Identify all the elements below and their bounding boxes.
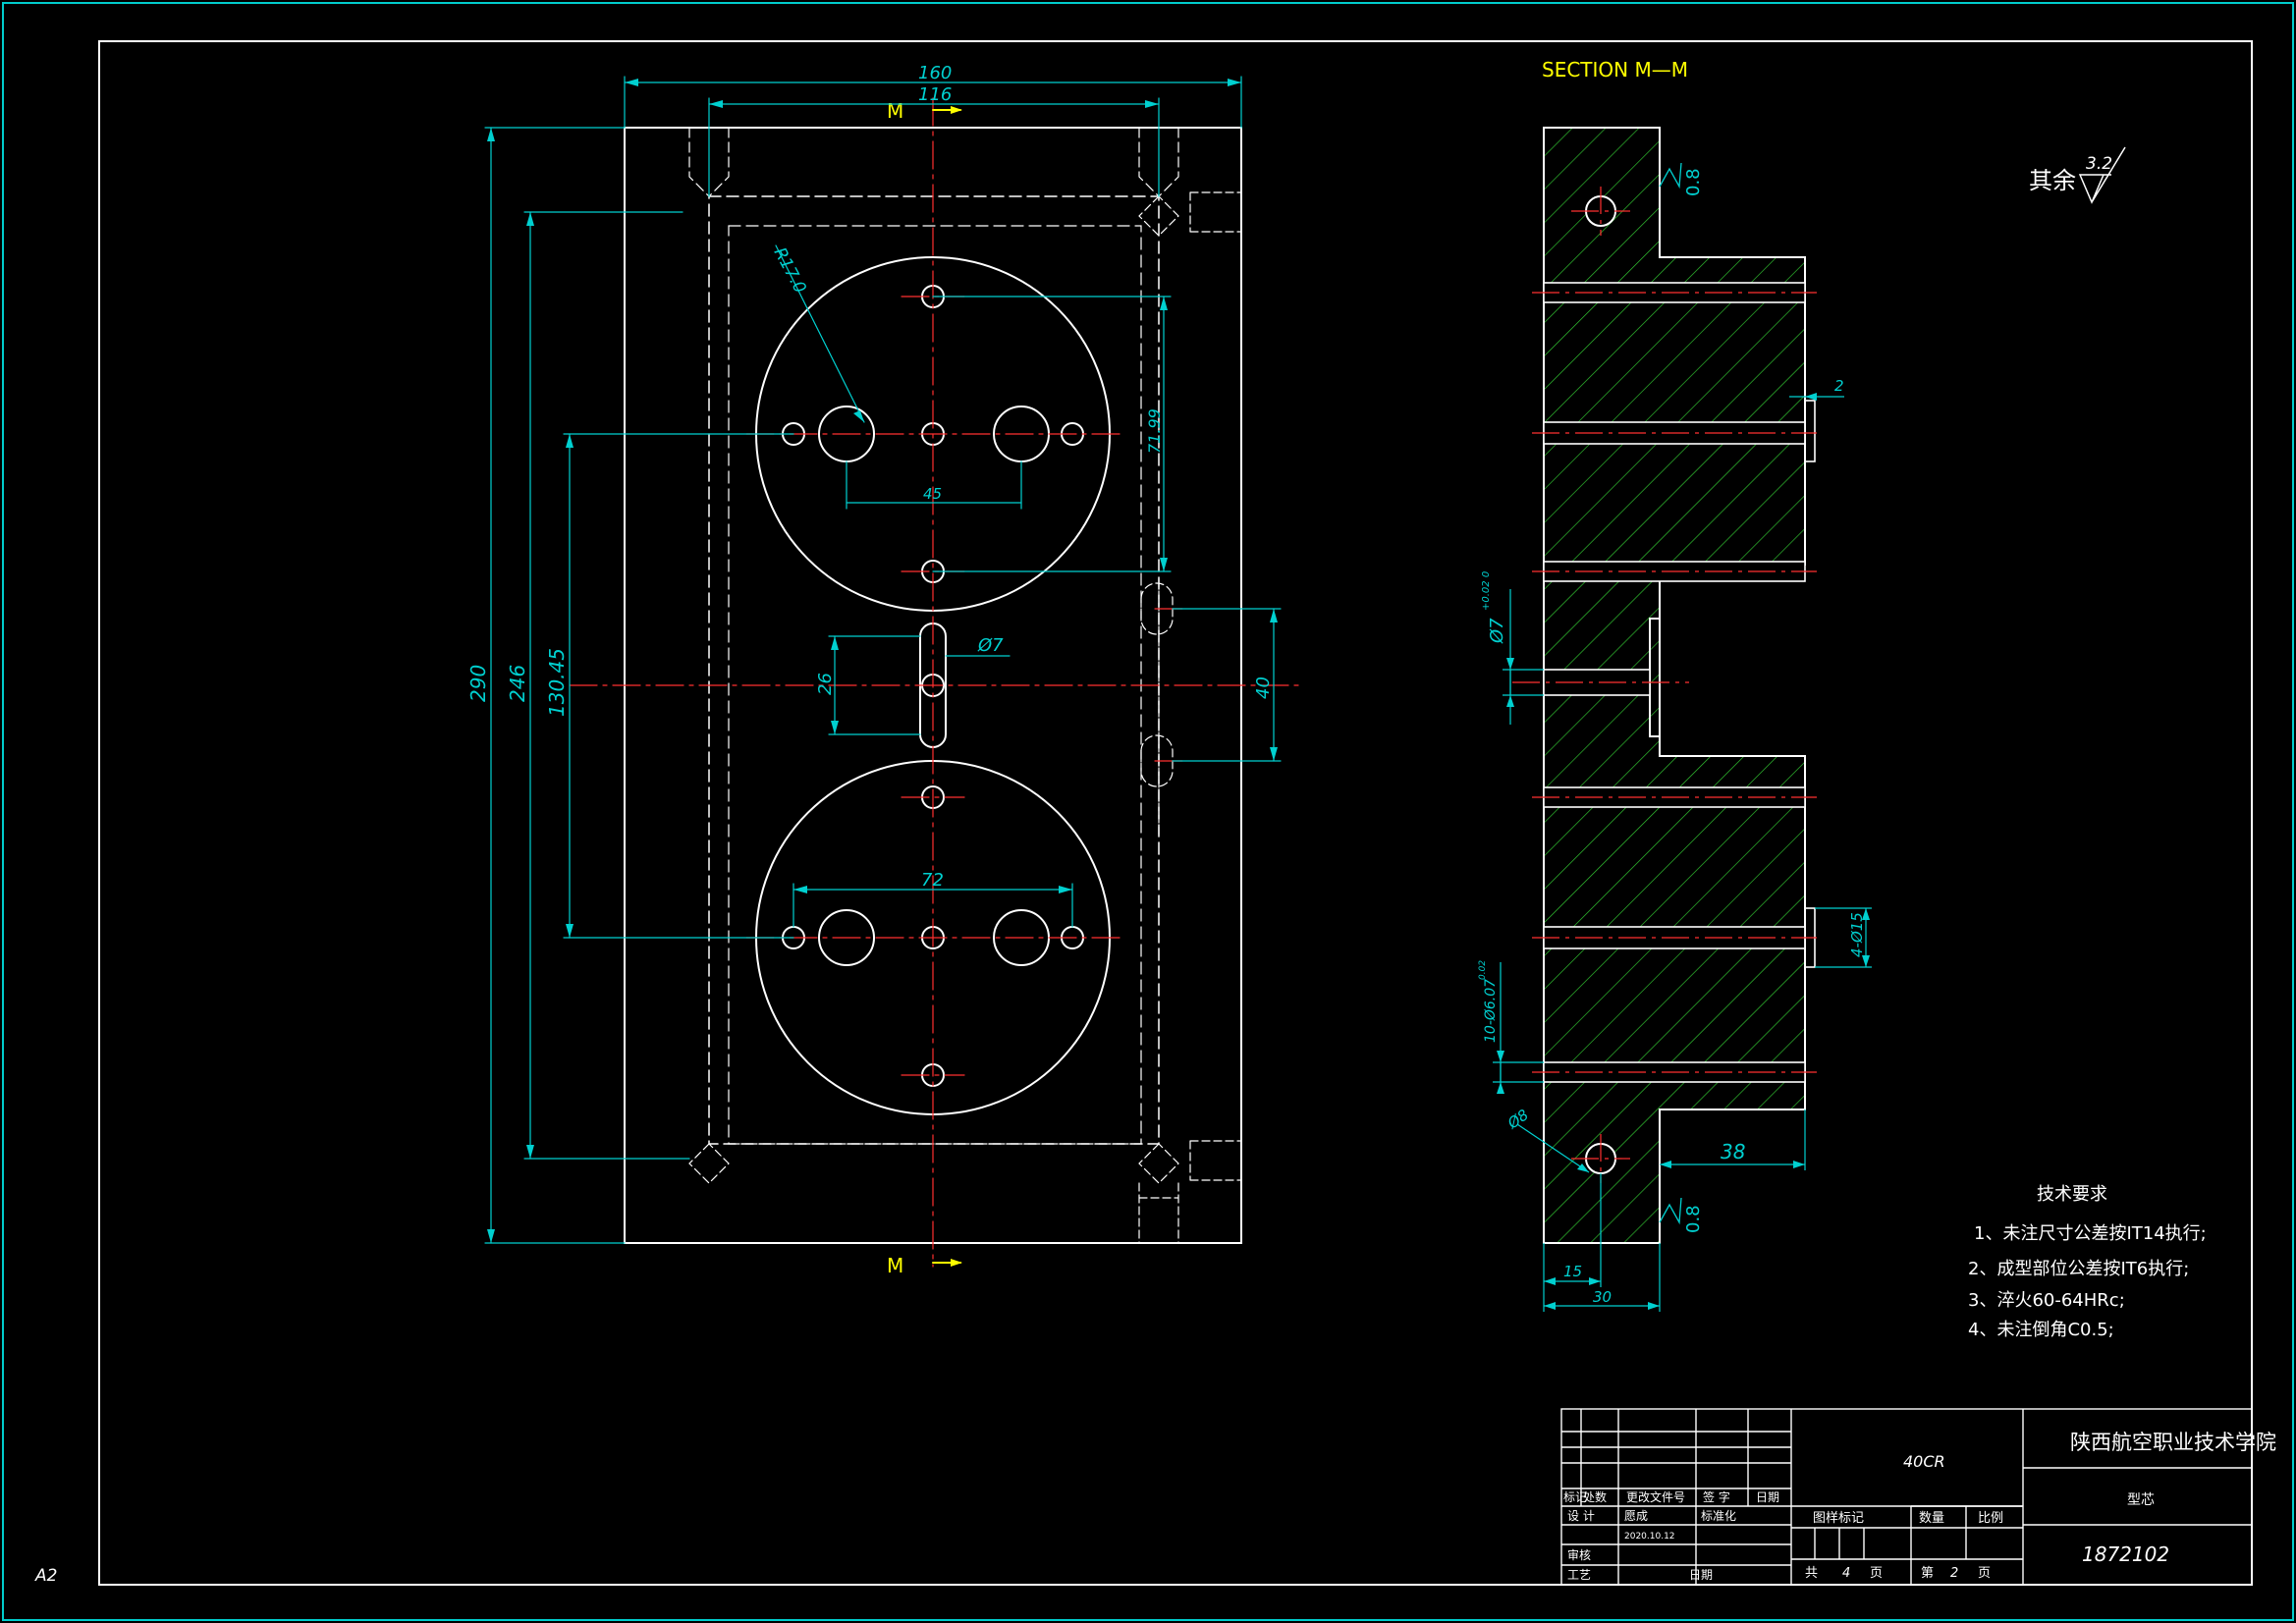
tech-requirements: 技术要求 1、未注尺寸公差按IT14执行; 2、成型部位公差按IT6执行; 3、… (1968, 1184, 2207, 1340)
dim-thickness: 30 (1593, 1288, 1612, 1306)
hidden-pocket (708, 195, 1160, 1145)
section-marker-bottom: M (887, 1254, 962, 1277)
dim-depth: 38 (1721, 1140, 1745, 1163)
tb-part-name: 型芯 (2127, 1492, 2155, 1508)
section-marker-top: M (887, 99, 962, 123)
tb-rev-mark: 标记 (1563, 1490, 1587, 1504)
dim-bore: Ø7 (1487, 618, 1507, 644)
tb-process-label: 工艺 (1567, 1568, 1591, 1582)
section-view: SECTION M—M (1478, 58, 1872, 1312)
side-pin-top (1138, 191, 1242, 237)
dim-pin-dia: 4-Ø15 (1848, 912, 1866, 957)
sheet-size-label: A2 (34, 1566, 57, 1586)
dim-slot-diameter: Ø7 (977, 635, 1004, 656)
tb-page-unit: 页 (1870, 1566, 1883, 1581)
center-slot (919, 622, 947, 748)
tb-scale-label: 比例 (1978, 1511, 2003, 1526)
inner-border (98, 40, 2253, 1586)
tb-qty-label: 数量 (1919, 1511, 1944, 1526)
tb-stage-label: 图样标记 (1813, 1511, 1864, 1526)
tb-rev-doc: 更改文件号 (1626, 1489, 1685, 1504)
roughness-symbol-top: 0.8 (1659, 162, 1704, 196)
corner-feature-tr (1138, 127, 1179, 197)
roughness-note: 其余 3.2 (2029, 146, 2126, 204)
dim-holes-tol: 0.02 (1478, 960, 1488, 980)
tb-rev-date: 日期 (1756, 1490, 1779, 1504)
tech-item-3: 3、淬火60-64HRc; (1968, 1290, 2125, 1311)
roughness-symbol-bottom: 0.8 (1659, 1197, 1704, 1233)
section-letter-top: M (887, 99, 903, 123)
tb-review-label: 审核 (1567, 1547, 1591, 1562)
tb-school: 陕西航空职业技术学院 (2070, 1431, 2276, 1454)
front-dim-arrows (487, 79, 1278, 1243)
tb-date-label: 日期 (1689, 1568, 1713, 1582)
roughness-note-label: 其余 (2029, 167, 2076, 194)
dim-step: 2 (1834, 377, 1844, 395)
section-title: SECTION M—M (1542, 58, 1688, 81)
dim-hole-dia: Ø8 (1503, 1106, 1532, 1133)
roughness-note-symbol (2078, 146, 2126, 204)
corner-feature-tl (688, 127, 730, 197)
front-view: M M (466, 63, 1302, 1277)
tb-sheet-label: 第 (1921, 1566, 1934, 1581)
tb-sheet-unit: 页 (1978, 1566, 1991, 1581)
tb-sheet-no: 2 (1950, 1566, 1958, 1581)
tb-date: 2020.10.12 (1624, 1532, 1675, 1542)
section-dim-arrows (1497, 393, 1870, 1310)
front-dimensions (484, 76, 1282, 1244)
tech-item-1: 1、未注尺寸公差按IT14执行; (1974, 1223, 2207, 1244)
tech-item-4: 4、未注倒角C0.5; (1968, 1320, 2114, 1340)
pin-stub-upper (1804, 400, 1816, 462)
dim-offset: 15 (1563, 1263, 1582, 1280)
dim-radius: R17.0 (770, 244, 810, 297)
corner-feature-br (1138, 1182, 1179, 1244)
section-letter-bottom: M (887, 1254, 903, 1277)
dim-center-distance: 130.45 (545, 648, 569, 717)
dim-pin-spacing: 40 (1253, 676, 1274, 699)
dim-hole-spacing-lower: 72 (921, 870, 944, 891)
lower-disc-bore-left (818, 909, 875, 966)
guide-slot-upper (1140, 578, 1174, 836)
tb-rev-count: 处数 (1583, 1489, 1607, 1504)
corner-feature-bl (688, 1143, 730, 1184)
dim-overall-height: 290 (466, 665, 490, 702)
tb-rev-sign: 签 字 (1703, 1489, 1730, 1504)
section-centerlines (1512, 187, 1817, 1183)
tb-designer: 愿成 (1624, 1509, 1648, 1523)
tech-heading: 技术要求 (2037, 1184, 2107, 1205)
roughness-top-value: 0.8 (1683, 168, 1704, 196)
dim-hole-spacing-vertical: 71.99 (1145, 408, 1164, 454)
dim-holes: 10-Ø6.07 (1483, 979, 1499, 1043)
title-block (1560, 1408, 2253, 1586)
dim-bore-tol: +0.02 0 (1481, 571, 1492, 611)
tech-item-2: 2、成型部位公差按IT6执行; (1968, 1259, 2189, 1279)
dim-inner-width: 116 (918, 84, 952, 105)
tb-standard-label: 标准化 (1701, 1509, 1736, 1523)
guide-slot-lower (1140, 734, 1174, 787)
dim-hole-spacing-upper: 45 (923, 485, 942, 503)
tb-material: 40CR (1903, 1452, 1945, 1471)
dim-inner-height: 246 (506, 665, 529, 702)
tb-drawing-no: 1872102 (2082, 1542, 2169, 1566)
front-centerlines (569, 97, 1302, 1268)
roughness-note-value: 3.2 (2086, 154, 2112, 174)
dim-slot-height: 26 (815, 673, 836, 695)
roughness-bottom-value: 0.8 (1683, 1205, 1704, 1233)
front-dim-texts: 160 116 290 246 130.45 R17.0 71.99 45 72… (466, 63, 1274, 891)
title-block-texts: 40CR 陕西航空职业技术学院 型芯 1872102 标记 处数 更改文件号 签… (1563, 1431, 2276, 1582)
dim-overall-width: 160 (918, 63, 952, 83)
tb-total-label: 共 (1805, 1566, 1818, 1581)
tb-total-pages: 4 (1842, 1566, 1850, 1581)
side-pin-bottom (1138, 1140, 1242, 1184)
tb-design-label: 设 计 (1567, 1509, 1595, 1523)
